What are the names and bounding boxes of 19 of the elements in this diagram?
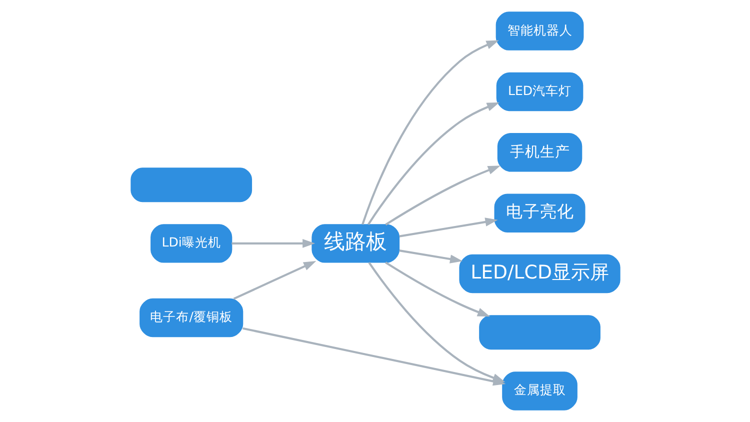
node-box [478,315,600,350]
node-box: 线路板 [311,224,400,263]
node-box: LED/LCD显示屏 [458,254,620,294]
arrow [384,262,490,317]
arrow [398,218,498,238]
arrow [398,250,462,264]
node-box: 智能机器人 [495,12,584,50]
node-box: 电子布/覆铜板 [139,298,243,338]
node-box: 手机生产 [496,133,582,172]
arrow [361,40,498,225]
node-box: LED汽车灯 [496,72,583,112]
node-box [130,168,252,202]
arrow [231,239,315,248]
node-box: 金属提取 [502,372,577,410]
arrow [367,102,500,225]
arrow [232,261,316,300]
node-box: LDi曝光机 [150,224,232,263]
arrow [384,166,500,226]
node-box: 电子亮化 [494,194,585,232]
